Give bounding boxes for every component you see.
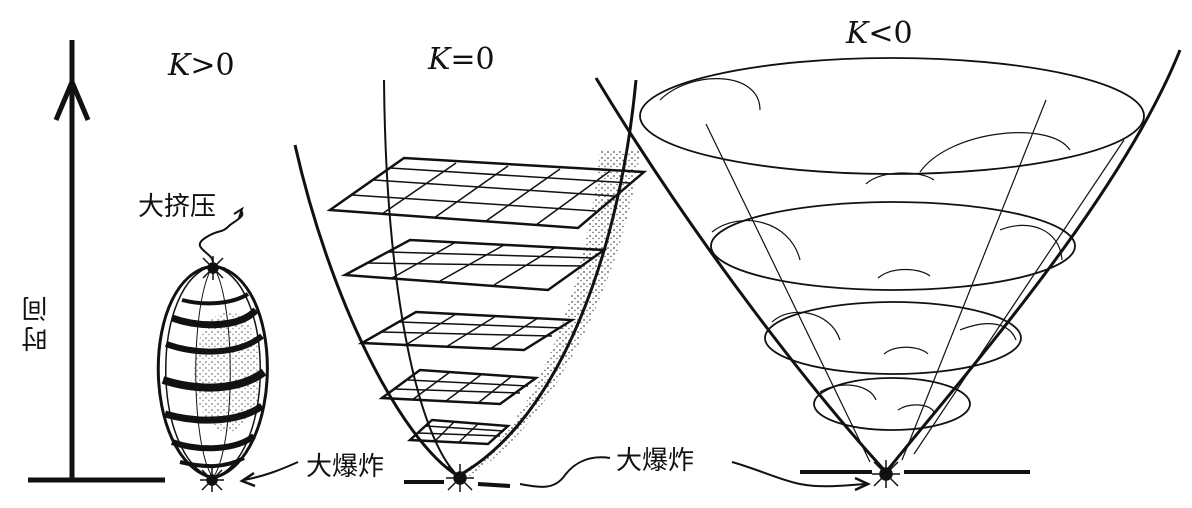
flat-universe-shape: [239, 79, 648, 492]
open-universe-shape: [594, 49, 1182, 492]
label-big-crunch: 大挤压: [138, 192, 217, 222]
time-axis: [28, 40, 165, 483]
label-big-bang-left: 大爆炸: [306, 452, 385, 482]
label-big-bang-right: 大爆炸: [616, 446, 695, 476]
label-k-negative: K<0: [846, 16, 913, 51]
label-k-positive: K>0: [168, 48, 235, 83]
label-k-zero: K=0: [428, 42, 495, 77]
label-time-axis: 时间: [22, 292, 52, 352]
closed-universe-shape: [156, 206, 269, 492]
